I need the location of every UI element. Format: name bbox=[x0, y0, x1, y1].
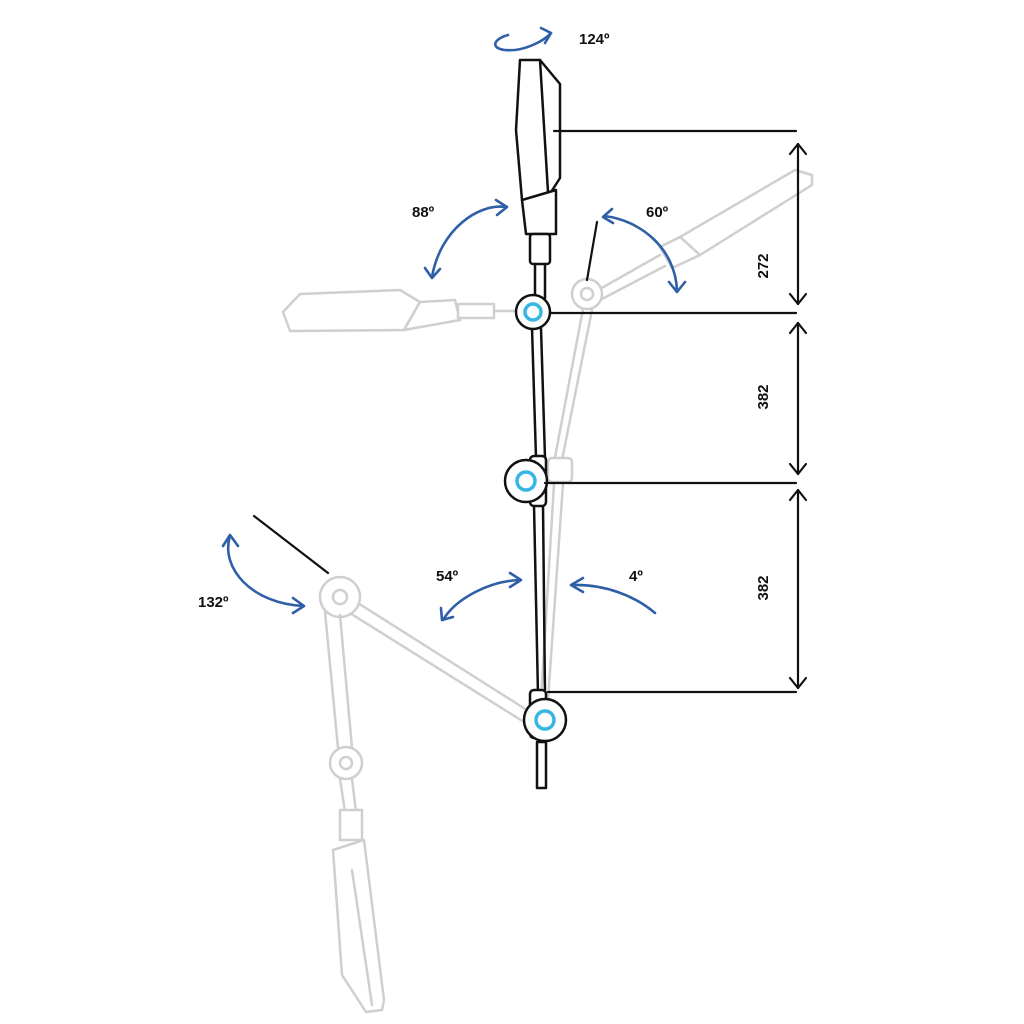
label-base-joint: 132º bbox=[198, 594, 229, 611]
reference-lines bbox=[252, 129, 798, 694]
joint-ring bbox=[515, 470, 537, 492]
lower-arm-right-arrow bbox=[569, 576, 657, 615]
dimension-label-upper-arm: 382 bbox=[755, 384, 772, 409]
lower-arm-left-arrow bbox=[439, 571, 523, 622]
ghost-head-left bbox=[281, 288, 522, 333]
ghost-lamp-positions bbox=[281, 168, 814, 1014]
angle-labels: 124º 88º 60º 54º 4º 132º bbox=[198, 31, 669, 611]
label-tilt-right: 60º bbox=[646, 204, 669, 221]
lamp-head bbox=[514, 58, 562, 266]
tilt-right-arrow bbox=[601, 207, 687, 294]
rotation-arrows bbox=[221, 26, 687, 622]
joint-ring bbox=[523, 302, 543, 322]
dimension-label-head: 272 bbox=[755, 253, 772, 278]
dimension-382-upper: 382 bbox=[755, 321, 808, 476]
joint-base bbox=[522, 688, 568, 743]
upper-arm bbox=[530, 326, 547, 460]
head-tilt-reference bbox=[585, 220, 599, 282]
lower-arm bbox=[532, 503, 547, 697]
joint-ring bbox=[534, 709, 556, 731]
main-lamp bbox=[503, 58, 568, 790]
label-tilt-left: 88º bbox=[412, 204, 435, 221]
dimension-382-lower: 382 bbox=[755, 488, 808, 690]
lamp-stem bbox=[535, 740, 548, 790]
swivel-arrow bbox=[494, 26, 553, 52]
label-swivel: 124º bbox=[579, 31, 610, 48]
tilt-left-arrow bbox=[423, 198, 509, 280]
label-lower-arm-right: 4º bbox=[629, 568, 643, 585]
ghost-lower-position bbox=[318, 575, 532, 1014]
joint-head bbox=[514, 293, 552, 331]
ghost-upper-arm bbox=[539, 307, 594, 702]
base-swing-reference bbox=[252, 514, 330, 575]
base-joint-arrow bbox=[221, 533, 306, 615]
joint-middle bbox=[503, 454, 549, 508]
label-lower-arm-left: 54º bbox=[436, 568, 459, 585]
dimension-272: 272 bbox=[755, 142, 808, 306]
dimension-label-lower-arm: 382 bbox=[755, 575, 772, 600]
ghost-head-right bbox=[570, 168, 814, 311]
